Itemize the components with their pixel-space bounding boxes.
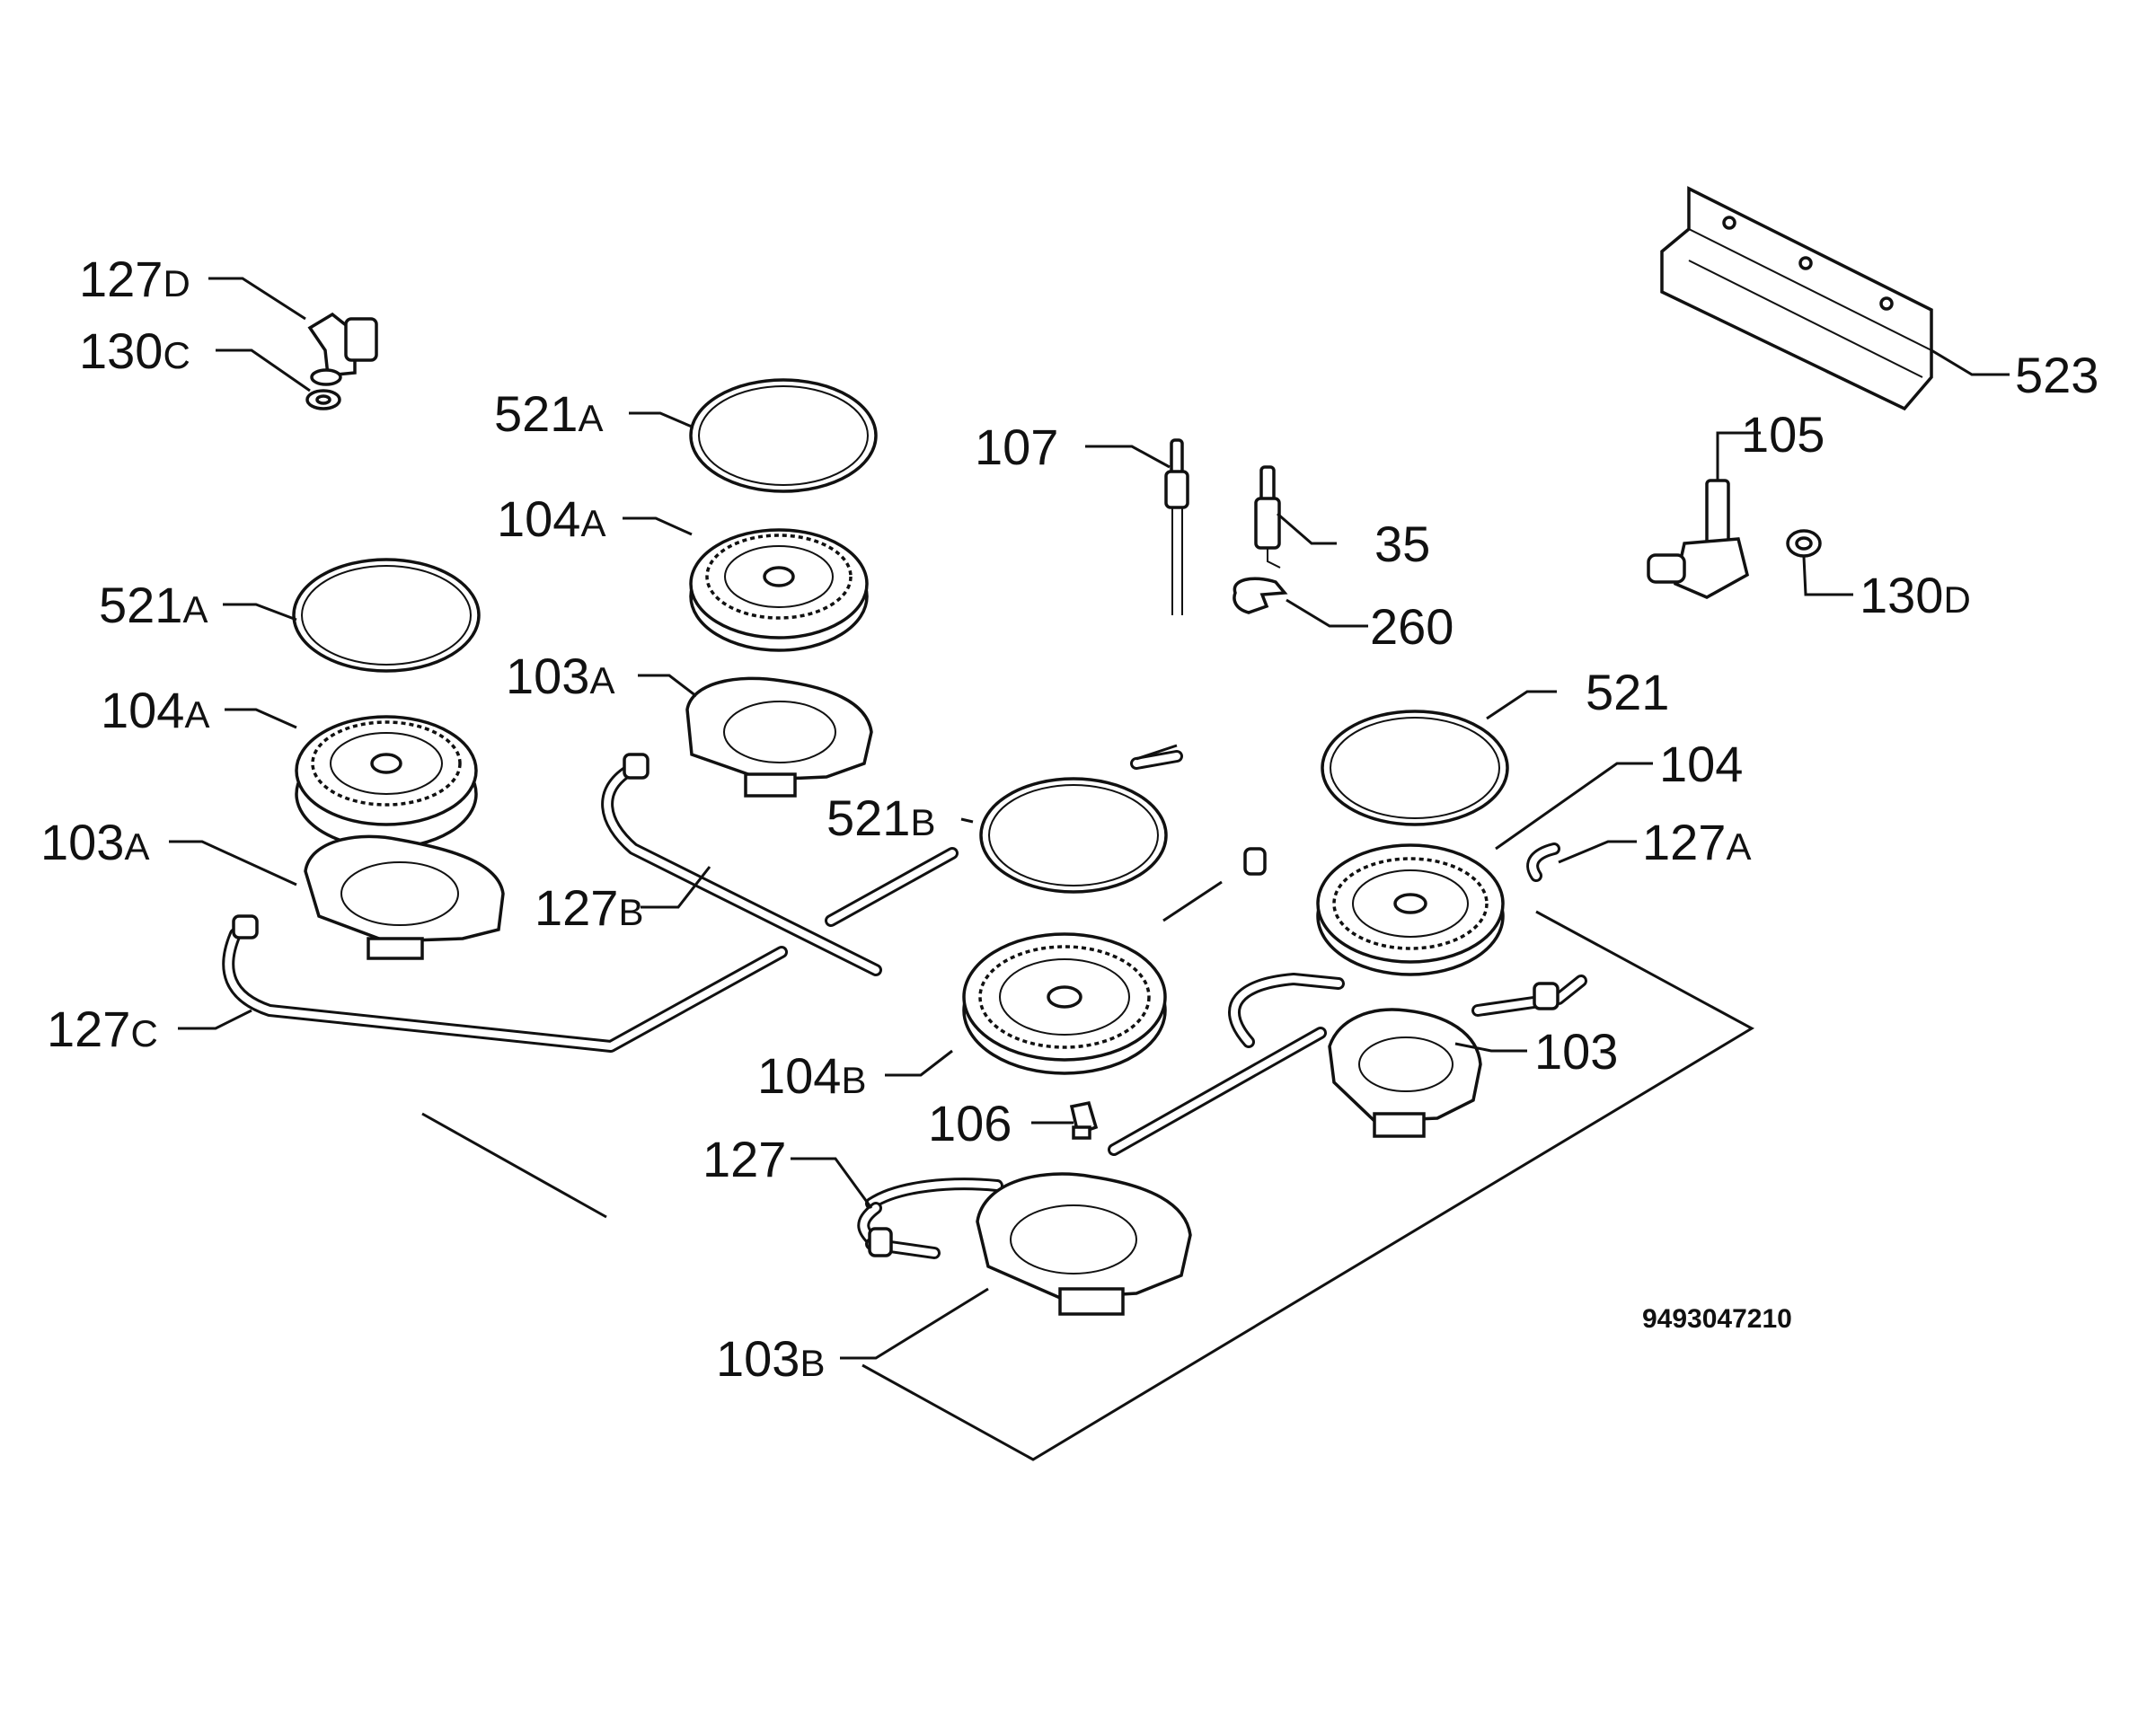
label-127c: 127C bbox=[47, 1001, 158, 1057]
thermocouple-107 bbox=[1164, 438, 1189, 615]
label-104a-left: 104A bbox=[101, 682, 209, 738]
center-burner-base bbox=[976, 1172, 1192, 1316]
part-labels: 127D 130C 521A 104A 521A 104A 103A 103A … bbox=[40, 251, 2099, 1387]
label-104b: 104B bbox=[757, 1047, 866, 1104]
label-105: 105 bbox=[1741, 406, 1825, 463]
right-burner-crown bbox=[1316, 843, 1505, 976]
left-burner-crown bbox=[295, 715, 478, 850]
mid-burner-cap-ring bbox=[689, 378, 878, 493]
right-burner-cap-ring bbox=[1321, 710, 1509, 826]
elbow-fitting bbox=[307, 312, 378, 386]
label-130c: 130C bbox=[79, 322, 190, 379]
label-521: 521 bbox=[1586, 664, 1669, 720]
clip-260 bbox=[1233, 577, 1288, 614]
label-104: 104 bbox=[1659, 736, 1743, 792]
center-burner-cap-ring bbox=[979, 777, 1168, 894]
label-130d: 130D bbox=[1860, 567, 1971, 623]
label-127a: 127A bbox=[1642, 814, 1751, 870]
label-523: 523 bbox=[2015, 347, 2099, 403]
label-260: 260 bbox=[1370, 598, 1454, 655]
label-521a-top: 521A bbox=[494, 385, 603, 442]
label-103a-mid: 103A bbox=[506, 648, 614, 704]
label-106: 106 bbox=[928, 1095, 1012, 1151]
gas-tubes bbox=[222, 750, 1587, 1259]
spark-electrode-35 bbox=[1254, 465, 1281, 569]
label-103: 103 bbox=[1534, 1023, 1618, 1080]
label-107: 107 bbox=[975, 419, 1058, 475]
center-burner-crown bbox=[962, 932, 1167, 1075]
left-burner-base bbox=[304, 834, 505, 960]
label-521a-left: 521A bbox=[99, 577, 208, 633]
label-127b: 127B bbox=[535, 879, 643, 936]
label-521b: 521B bbox=[826, 789, 935, 846]
mid-burner-base bbox=[685, 676, 873, 798]
hob-outline bbox=[421, 910, 1755, 1461]
drawing-number: 9493047210 bbox=[1642, 1304, 1792, 1334]
leader-lines bbox=[169, 277, 2010, 1360]
label-127d: 127D bbox=[79, 251, 190, 307]
mid-burner-crown bbox=[689, 528, 869, 652]
label-35: 35 bbox=[1374, 516, 1430, 572]
injector-fittings bbox=[232, 753, 1560, 1257]
right-burner-base bbox=[1328, 1008, 1482, 1138]
gas-valve-105 bbox=[1647, 479, 1750, 599]
label-103a-left: 103A bbox=[40, 814, 149, 870]
injector-106 bbox=[1069, 1100, 1099, 1140]
left-burner-cap-ring bbox=[292, 558, 481, 673]
bracket-523 bbox=[1660, 186, 1933, 411]
label-127: 127 bbox=[702, 1131, 786, 1187]
label-103b: 103B bbox=[716, 1330, 825, 1387]
washer-130d bbox=[1786, 529, 1822, 558]
washer-130c bbox=[305, 389, 341, 410]
label-104a-top: 104A bbox=[497, 490, 605, 547]
